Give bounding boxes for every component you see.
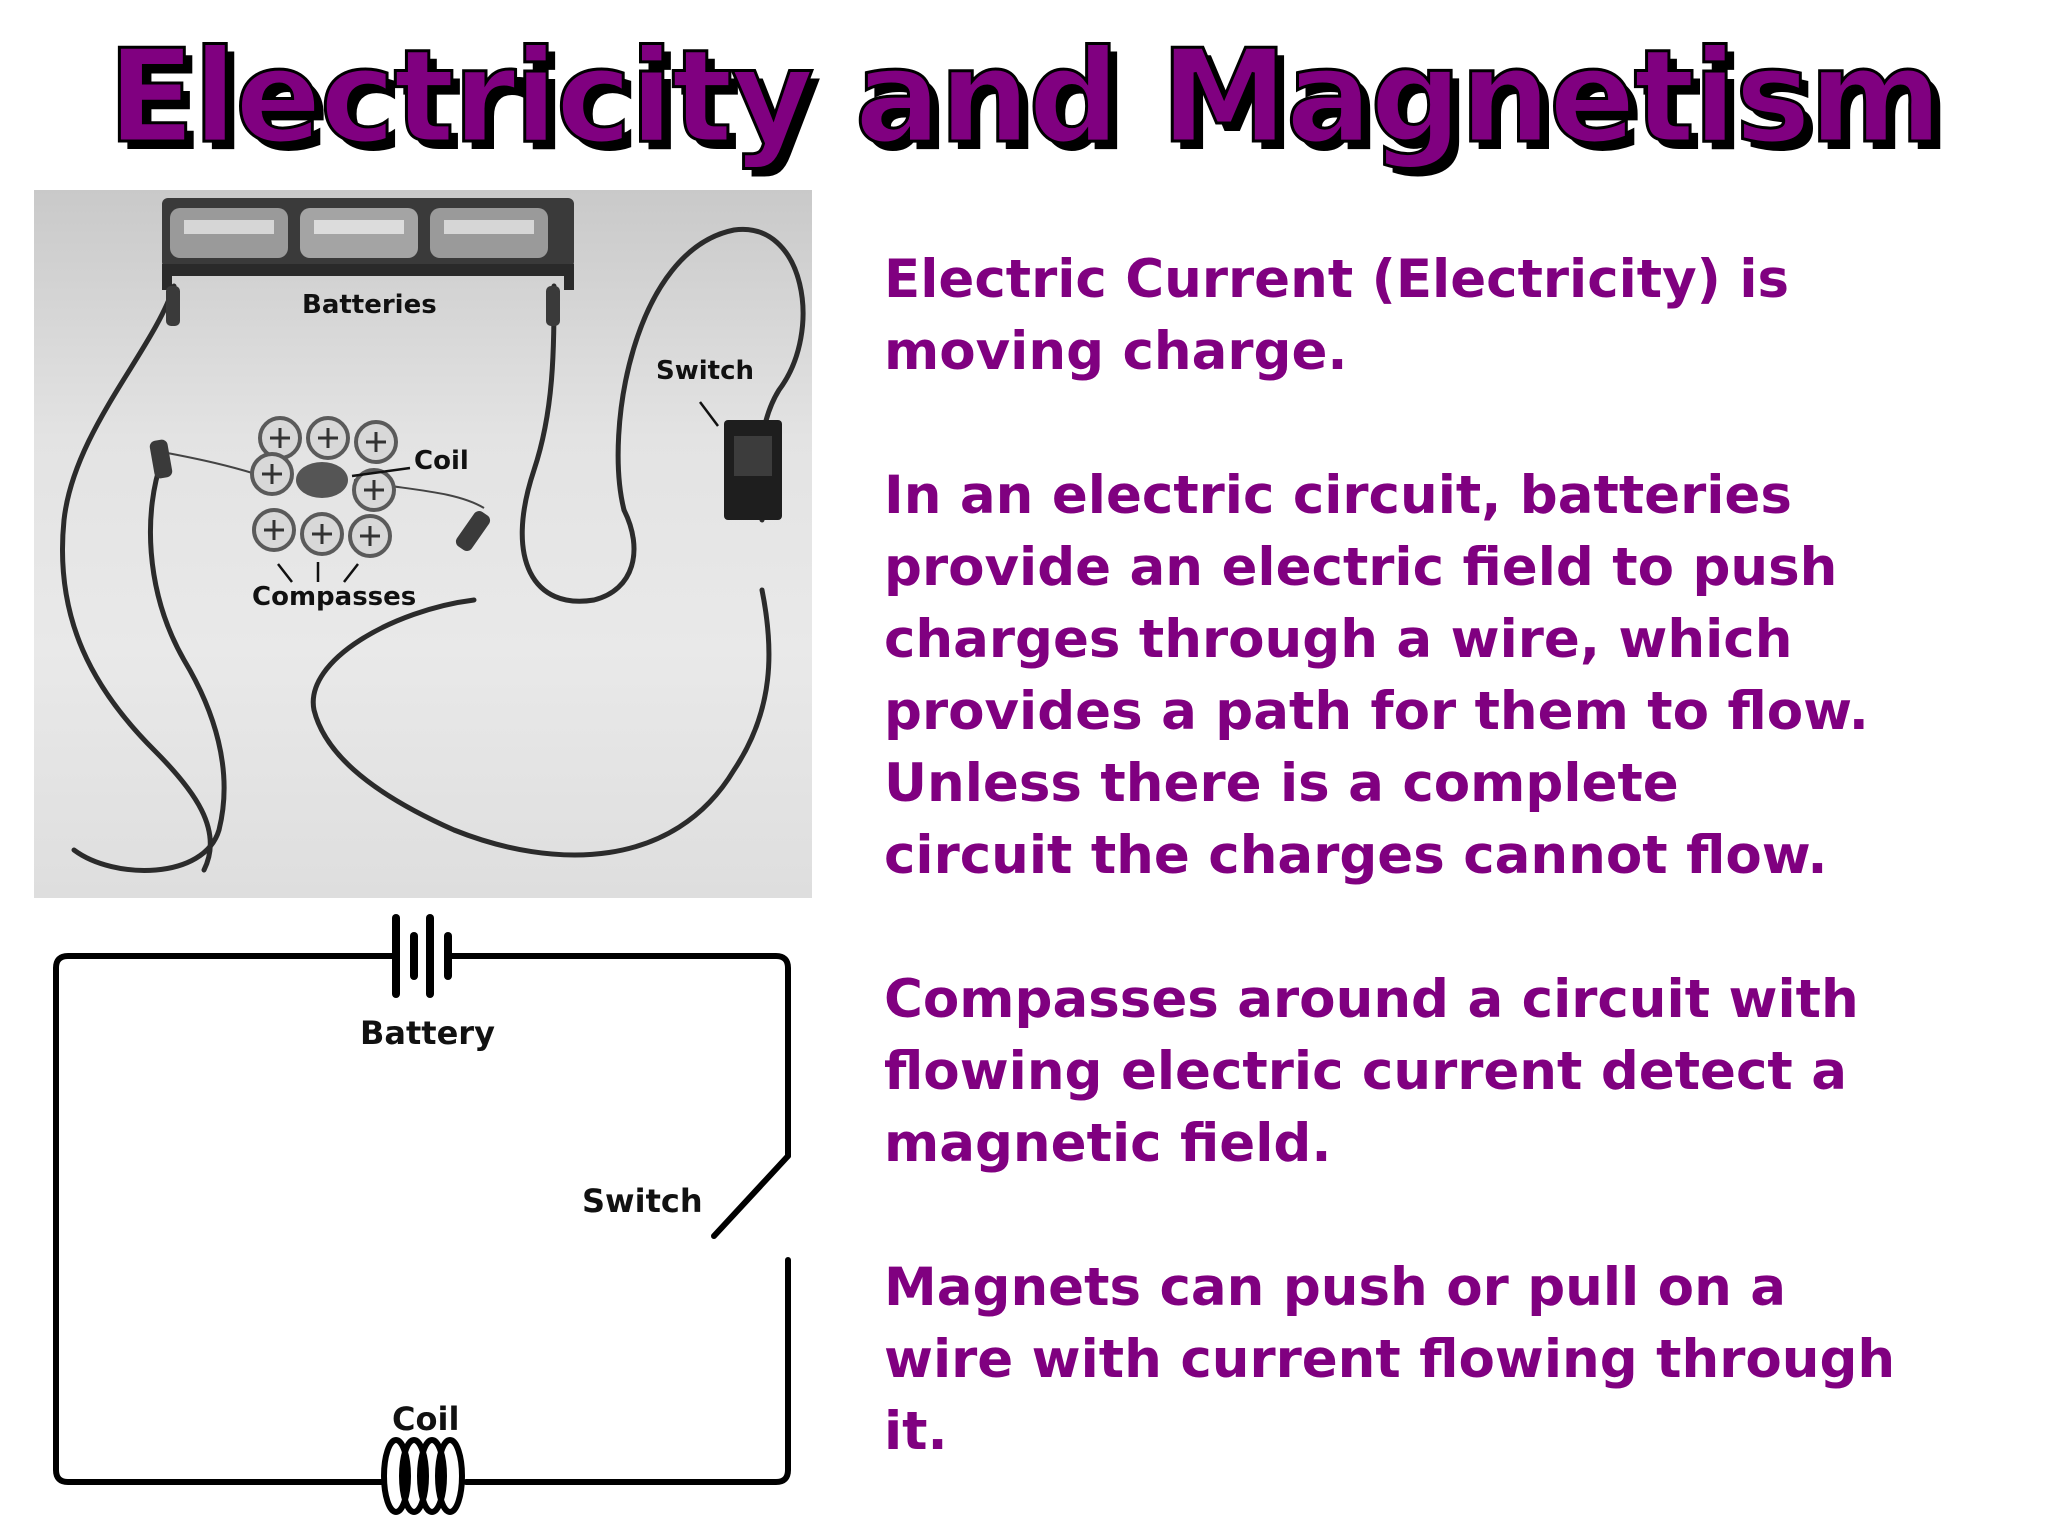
annotation-arrows xyxy=(277,401,719,583)
switch-device xyxy=(724,420,782,520)
coil-object xyxy=(296,462,348,498)
circuit-wires xyxy=(53,953,791,1485)
body-text: Electric Current (Electricity) is moving… xyxy=(884,244,2024,1468)
battery-holders xyxy=(162,198,574,290)
photo-label-switch: Switch xyxy=(656,356,755,386)
photo-label-coil: Coil xyxy=(414,446,469,476)
slide-title: Electricity and Magnetism xyxy=(106,23,1944,172)
circuit-photo-drawing xyxy=(59,198,806,873)
diagram-label-battery: Battery xyxy=(360,1014,495,1052)
paragraph-magnets: Magnets can push or pull on a wire with … xyxy=(884,1257,1896,1462)
diagram-label-coil: Coil xyxy=(392,1400,460,1438)
paragraph-electric-current: Electric Current (Electricity) is moving… xyxy=(884,249,1790,382)
wires xyxy=(59,226,806,873)
alligator-clips xyxy=(149,286,560,552)
photo-label-batteries: Batteries xyxy=(302,290,437,320)
photo-label-compasses: Compasses xyxy=(252,582,417,612)
circuit-diagram-drawing xyxy=(53,914,791,1515)
battery-symbol xyxy=(392,914,452,998)
circuit-photo: Batteries Switch Coil Compasses xyxy=(34,190,812,898)
paragraph-compasses: Compasses around a circuit with flowing … xyxy=(884,969,1859,1174)
paragraph-electric-circuit: In an electric circuit, batteries provid… xyxy=(884,465,1869,886)
compass-needles xyxy=(262,428,386,546)
coil-symbol xyxy=(381,1437,465,1515)
circuit-diagram: Battery Switch Coil xyxy=(34,910,812,1530)
diagram-label-switch: Switch xyxy=(582,1182,703,1220)
